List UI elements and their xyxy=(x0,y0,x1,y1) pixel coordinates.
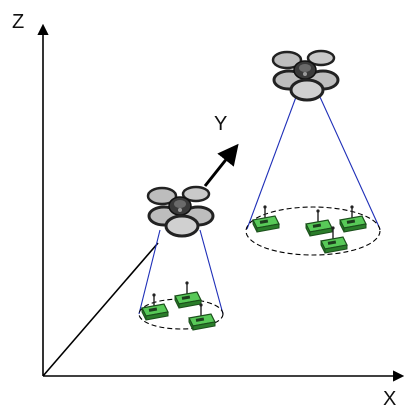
y-axis xyxy=(42,242,159,377)
y-axis-label: Y xyxy=(214,113,227,135)
far-sensor-2 xyxy=(305,208,333,237)
near-cone-left xyxy=(138,229,161,315)
far-cone-right xyxy=(319,96,381,230)
far-cluster xyxy=(245,49,381,256)
far-cone-left xyxy=(246,96,297,230)
near-sensor-2 xyxy=(174,280,202,309)
near-coverage-ellipse xyxy=(138,298,224,330)
far-sensor-1 xyxy=(252,204,280,233)
near-cluster xyxy=(138,185,224,331)
z-axis-label: Z xyxy=(12,11,24,33)
near-sensor-1 xyxy=(141,292,169,321)
far-coverage-ellipse xyxy=(245,206,381,256)
near-cone-right xyxy=(199,229,224,315)
x-axis-label: X xyxy=(383,388,396,407)
far-drone-icon xyxy=(271,49,340,102)
near-drone-icon xyxy=(146,185,215,238)
near-sensor-3 xyxy=(188,302,216,331)
axes xyxy=(37,23,404,382)
y-arrow xyxy=(203,143,239,187)
